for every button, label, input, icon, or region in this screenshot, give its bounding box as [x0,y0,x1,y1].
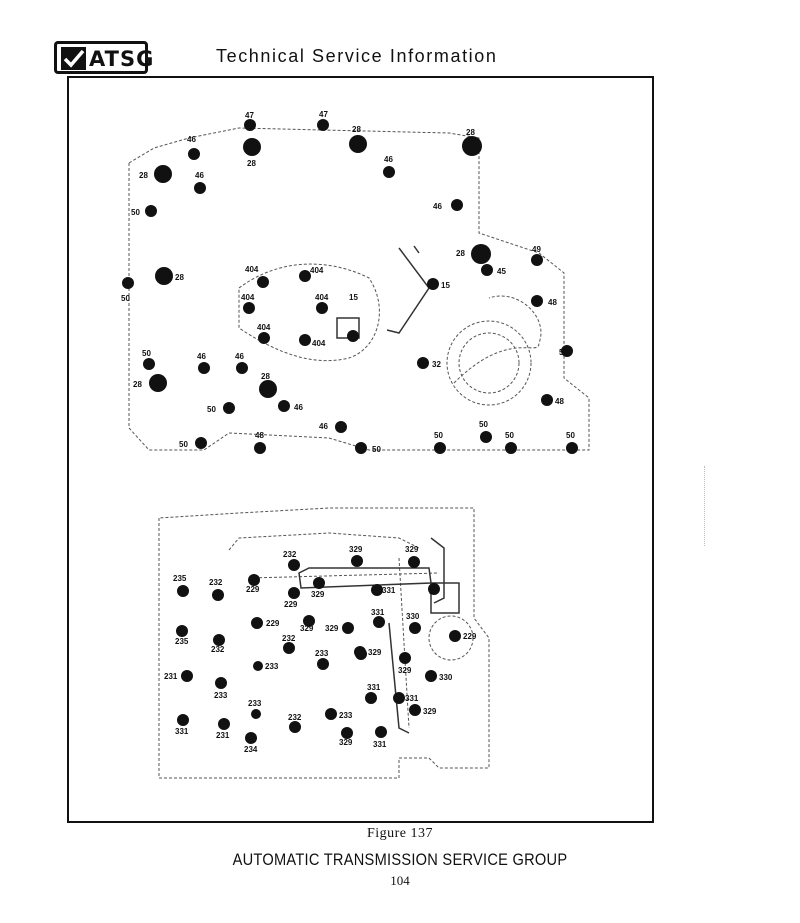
callout-label: 48 [548,298,557,307]
callout-label: 50 [372,445,381,454]
figure-frame: 47 47 28 28 46 28 46 46 28 50 46 28 49 4… [67,76,654,823]
callout-label: 15 [429,587,438,596]
callout-label: 45 [497,267,506,276]
callout-label: 28 [261,372,270,381]
callout-label: 50 [131,208,140,217]
callout-label: 331 [373,740,387,749]
callout-label: 50 [142,349,151,358]
callout-label: 234 [244,745,258,754]
callout-label: 28 [175,273,184,282]
checkmark-icon [61,47,86,70]
callout-label: 330 [406,612,420,621]
callout-label: 46 [187,135,196,144]
callout-label: 28 [247,159,256,168]
callout-label: 46 [433,202,442,211]
callout-label: 232 [209,578,223,587]
callout-label: 231 [216,731,230,740]
callout-label: 329 [311,590,325,599]
callout-label: 47 [319,110,328,119]
callout-label: 28 [139,171,148,180]
callout-label: 329 [349,545,363,554]
callout-label: 47 [245,111,254,120]
callout-label: 331 [367,683,381,692]
callout-label: 331 [371,608,385,617]
callout-label: 50 [207,405,216,414]
scan-artifact [704,466,707,546]
callout-label: 404 [245,265,259,274]
valve-body-illustration: 47 47 28 28 46 28 46 46 28 50 46 28 49 4… [121,110,590,779]
callout-label: 331 [175,727,189,736]
callout-label: 46 [384,155,393,164]
callout-label: 48 [555,397,564,406]
callout-label: 329 [405,545,419,554]
callout-label: 229 [266,619,280,628]
callout-label: 231 [164,672,178,681]
page-number: 104 [390,873,410,888]
callout-label: 329 [368,648,382,657]
callout-label: 235 [175,637,189,646]
callout-label: 50 [434,431,443,440]
callout-label: 404 [257,323,271,332]
callout-label: 331 [405,694,419,703]
callout-label: 46 [319,422,328,431]
callout-label: 49 [532,245,541,254]
callout-label: 50 [559,348,568,357]
callout-label: 46 [197,352,206,361]
logo-text: ATSG [89,47,155,71]
callout-label: 404 [241,293,255,302]
callout-label: 232 [211,645,225,654]
callout-label: 329 [300,624,314,633]
callout-label: 229 [463,632,477,641]
callout-label: 329 [398,666,412,675]
callout-label: 233 [339,711,353,720]
callout-label: 229 [284,600,298,609]
callout-label: 28 [133,380,142,389]
callout-label: 48 [255,431,264,440]
figure-caption: Figure 137 [366,826,434,841]
callout-label: 232 [283,550,297,559]
callout-label: 50 [121,294,130,303]
callout-label: 404 [310,266,324,275]
callout-label: 46 [235,352,244,361]
callout-label: 329 [423,707,437,716]
callout-label: 46 [294,403,303,412]
callout-label: 50 [566,431,575,440]
callout-label: 232 [282,634,296,643]
footer-organization: AUTOMATIC TRANSMISSION SERVICE GROUP [232,850,568,869]
callout-label: 330 [439,673,453,682]
callout-label: 329 [339,738,353,747]
page-title: Technical Service Information [216,46,498,66]
callout-label: 28 [352,125,361,134]
callout-label: 233 [265,662,279,671]
callout-label: 232 [288,713,302,722]
callout-label: 233 [214,691,228,700]
callout-label: 50 [505,431,514,440]
callout-label: 233 [248,699,262,708]
callout-label: 50 [179,440,188,449]
callout-label: 404 [315,293,329,302]
callout-label: 50 [479,420,488,429]
callout-label: 233 [315,649,329,658]
callout-label: 32 [432,360,441,369]
callout-label: 46 [195,171,204,180]
callout-label: 329 [325,624,339,633]
atsg-logo: ATSG [54,41,153,74]
callout-label: 331 [382,586,396,595]
callout-label: 15 [349,293,358,302]
callout-label: 235 [173,574,187,583]
callout-label: 15 [441,281,450,290]
callout-label: 229 [246,585,260,594]
callout-label: 404 [312,339,326,348]
callout-label: 28 [466,128,475,137]
callout-label: 28 [456,249,465,258]
